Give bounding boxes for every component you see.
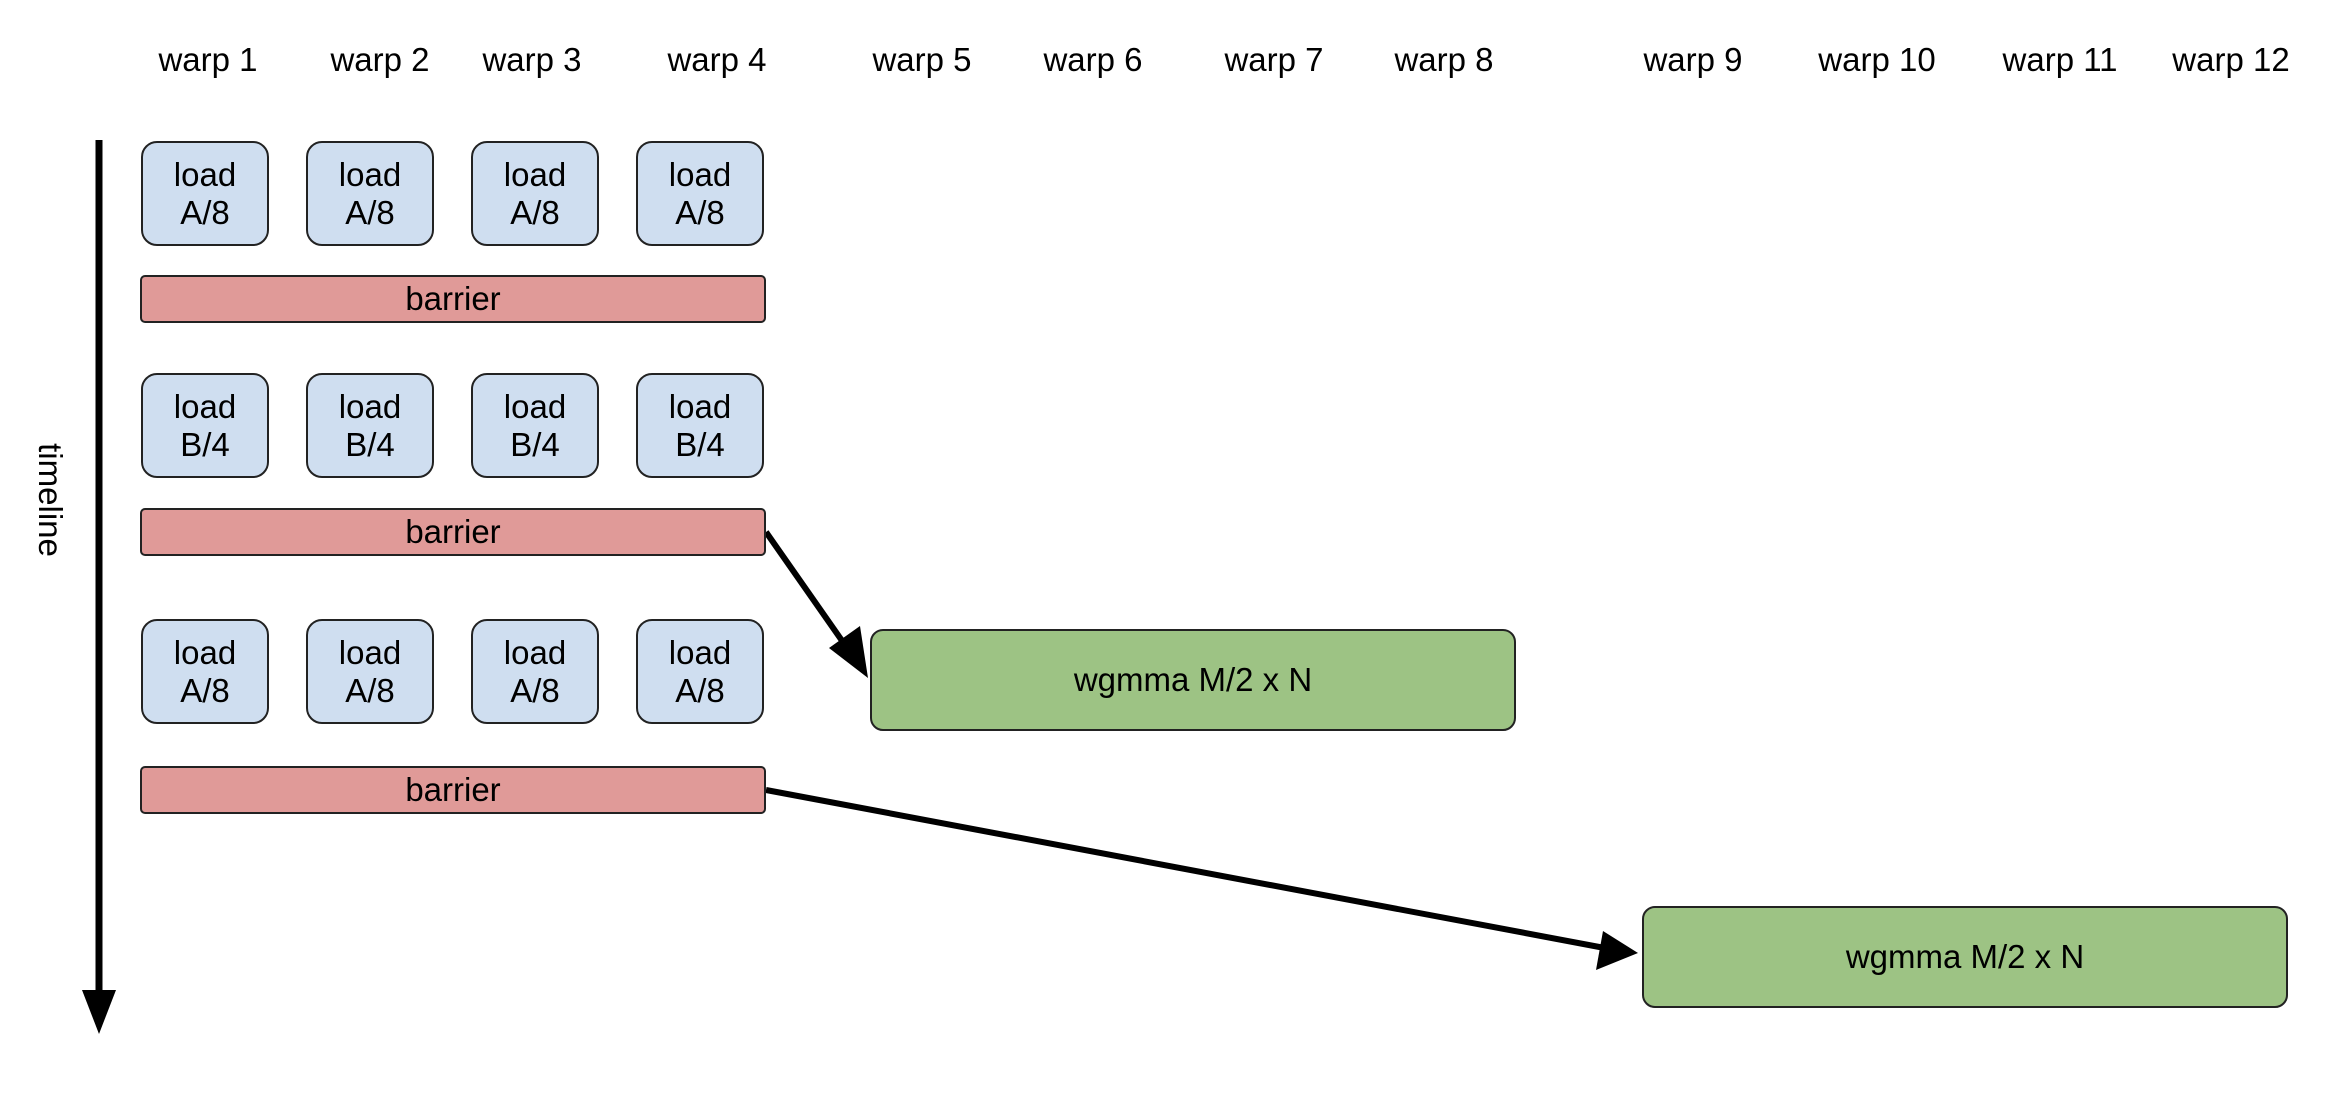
barrier-2: barrier xyxy=(140,508,766,556)
wgmma-label: wgmma M/2 x N xyxy=(1073,661,1313,698)
load-box-row3-warp3: load A/8 xyxy=(471,619,599,724)
load-box-row1-warp3: load A/8 xyxy=(471,141,599,246)
load-box-line2: B/4 xyxy=(180,425,230,463)
load-box-line1: load xyxy=(338,387,402,425)
warp-label-12: warp 12 xyxy=(2172,41,2290,78)
load-box-row1-warp2: load A/8 xyxy=(306,141,434,246)
wgmma-box-2: wgmma M/2 x N xyxy=(1642,906,2288,1008)
load-box-row1-warp4: load A/8 xyxy=(636,141,764,246)
wgmma-label: wgmma M/2 x N xyxy=(1845,938,2085,975)
load-box-line2: A/8 xyxy=(675,671,725,709)
load-box-line1: load xyxy=(173,155,237,193)
load-box-row1-warp1: load A/8 xyxy=(141,141,269,246)
barrier-1: barrier xyxy=(140,275,766,323)
wgmma-box-1: wgmma M/2 x N xyxy=(870,629,1516,731)
barrier-label: barrier xyxy=(405,280,501,317)
load-box-row3-warp4: load A/8 xyxy=(636,619,764,724)
load-box-line1: load xyxy=(503,155,567,193)
arrow-barrier2-to-wgmma1 xyxy=(763,530,868,678)
load-box-line2: A/8 xyxy=(180,671,230,709)
load-box-line1: load xyxy=(173,387,237,425)
warp-label-6: warp 6 xyxy=(1043,41,1143,78)
load-box-line1: load xyxy=(503,633,567,671)
load-box-line2: A/8 xyxy=(345,671,395,709)
timeline-arrow xyxy=(82,140,116,1034)
load-box-line2: A/8 xyxy=(180,193,230,231)
load-box-row3-warp2: load A/8 xyxy=(306,619,434,724)
warp-label-4: warp 4 xyxy=(667,41,767,78)
warp-label-2: warp 2 xyxy=(330,41,430,78)
warp-label-8: warp 8 xyxy=(1394,41,1494,78)
load-box-line2: A/8 xyxy=(510,671,560,709)
load-box-line1: load xyxy=(668,633,732,671)
load-box-line2: A/8 xyxy=(510,193,560,231)
load-box-line2: B/4 xyxy=(345,425,395,463)
load-box-line2: B/4 xyxy=(675,425,725,463)
load-box-line1: load xyxy=(503,387,567,425)
timeline-label: timeline xyxy=(32,443,69,557)
barrier-label: barrier xyxy=(405,513,501,550)
load-box-row2-warp1: load B/4 xyxy=(141,373,269,478)
load-box-line1: load xyxy=(668,387,732,425)
load-box-line2: A/8 xyxy=(345,193,395,231)
barrier-label: barrier xyxy=(405,771,501,808)
load-box-row2-warp4: load B/4 xyxy=(636,373,764,478)
warp-label-9: warp 9 xyxy=(1643,41,1743,78)
warp-label-11: warp 11 xyxy=(2002,41,2118,78)
barrier-3: barrier xyxy=(140,766,766,814)
arrow-barrier3-to-wgmma2 xyxy=(765,787,1638,970)
warp-label-7: warp 7 xyxy=(1224,41,1324,78)
load-box-line2: B/4 xyxy=(510,425,560,463)
load-box-line1: load xyxy=(338,633,402,671)
load-box-row2-warp3: load B/4 xyxy=(471,373,599,478)
load-box-row2-warp2: load B/4 xyxy=(306,373,434,478)
warp-label-3: warp 3 xyxy=(482,41,582,78)
load-box-line1: load xyxy=(173,633,237,671)
warp-label-1: warp 1 xyxy=(158,41,258,78)
warp-label-10: warp 10 xyxy=(1818,41,1936,78)
load-box-line1: load xyxy=(668,155,732,193)
load-box-row3-warp1: load A/8 xyxy=(141,619,269,724)
load-box-line2: A/8 xyxy=(675,193,725,231)
warp-label-5: warp 5 xyxy=(872,41,972,78)
load-box-line1: load xyxy=(338,155,402,193)
